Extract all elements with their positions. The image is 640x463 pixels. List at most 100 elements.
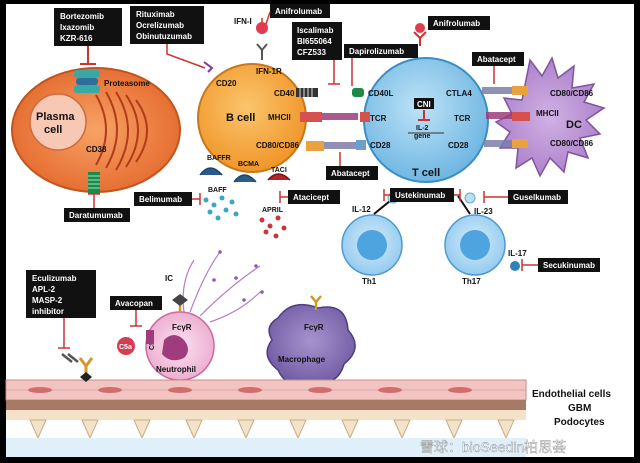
drug-iscalimab: Iscalimab (297, 26, 334, 35)
cd28-cd80-dc-link (484, 140, 512, 147)
cd20-label: CD20 (216, 79, 237, 88)
il23-molecule-icon (464, 192, 476, 204)
t-cell-label: T cell (412, 167, 440, 179)
drug-obinutuzumab: Obinutuzumab (136, 32, 192, 41)
fcgr-m-receptor-icon (310, 295, 322, 310)
mhcii-tcr-link (322, 113, 358, 120)
podocyte-feet (29, 419, 515, 440)
ifn1-label: IFN-I (234, 17, 252, 26)
il2-label-line2: gene (414, 133, 430, 140)
il17-molecule-icon (510, 261, 520, 271)
drug-avacopan: Avacopan (115, 299, 153, 308)
th1-label: Th1 (362, 277, 377, 286)
b-cell-label: B cell (226, 112, 255, 124)
il17-label: IL-17 (508, 249, 527, 258)
layer-label-gbm: GBM (568, 403, 591, 414)
t-cell: T cell CD40L TCR CD28 CTLA4 TCR CD28 CNI… (352, 57, 489, 183)
cd80-b-label: CD80/CD86 (256, 141, 300, 150)
il23-label: IL-23 (474, 207, 493, 216)
drug-secukinumab: Secukinumab (543, 261, 595, 270)
drug-abatacept-top: Abatacept (477, 55, 516, 64)
inhibit-baff (192, 193, 201, 205)
tcr-b-receptor-icon (360, 112, 370, 122)
mac-complex-icon (61, 353, 79, 363)
cd28-dc-label: CD28 (448, 141, 469, 150)
drug-guselkumab: Guselkumab (513, 193, 561, 202)
drug-ustekinumab: Ustekinumab (395, 191, 445, 200)
c5a-label: C5a (119, 344, 132, 351)
tcr-mhcii-dc-link (486, 112, 512, 119)
drug-box-eculizumab: Eculizumab APL-2 MASP-2 inhibitor (26, 270, 96, 318)
drug-inhibitor: inhibitor (32, 307, 64, 316)
mhcii-b-receptor-icon (300, 112, 322, 122)
bcma-label: BCMA (238, 161, 259, 168)
inhibit-il23-ust (454, 189, 461, 201)
proteasome-label: Proteasome (104, 79, 150, 88)
april-molecules (259, 215, 287, 239)
net-strands-icon (182, 251, 261, 323)
drug-box-bortezomib: Bortezomib Ixazomib KZR-616 (54, 8, 122, 46)
ctla4-label: CTLA4 (446, 89, 472, 98)
cd28-b-label: CD28 (370, 141, 391, 150)
drug-box-abatacept-bottom: Abatacept (326, 166, 378, 180)
baff-molecules (203, 195, 239, 221)
mhcii-dc-label: MHCII (536, 109, 559, 118)
c5a-ligand-icon (117, 337, 135, 355)
tcr-b-label: TCR (370, 114, 387, 123)
link-anifrolumab-top (265, 11, 271, 25)
drug-belimumab: Belimumab (139, 195, 182, 204)
drug-box-abatacept-top: Abatacept (472, 52, 524, 66)
ic-complex-icon (172, 294, 188, 306)
neutrophil-label: Neutrophil (156, 365, 196, 374)
inhibit-il17 (521, 259, 538, 271)
drug-box-guselkumab: Guselkumab (508, 190, 568, 204)
drug-box-atacicept: Atacicept (288, 190, 340, 204)
drug-bi655064: BI655064 (297, 37, 332, 46)
drug-cfz533: CFZ533 (297, 48, 326, 57)
fcgr-m-label: FcγR (304, 323, 324, 332)
ifn1r-receptor-icon (256, 43, 268, 60)
ctla4-cd80-dc-link (482, 87, 512, 94)
drug-box-daratumumab: Daratumumab (64, 208, 130, 222)
endothelial-nuclei (28, 387, 472, 393)
drug-bortezomib: Bortezomib (60, 12, 104, 21)
cd40-label: CD40 (274, 89, 295, 98)
macrophage-label: Macrophage (278, 355, 326, 364)
drug-box-dapirolizumab: Dapirolizumab (344, 44, 418, 58)
cd80-b-receptor-icon (306, 141, 324, 151)
cd80-dc-top-label: CD80/CD86 (550, 89, 594, 98)
th1-cell: Th1 (341, 214, 403, 286)
drug-ocrelizumab: Ocrelizumab (136, 21, 184, 30)
inhibit-cd38 (88, 193, 100, 208)
drug-box-belimumab: Belimumab (134, 192, 192, 206)
taci-label: TACI (271, 167, 287, 174)
cd20-antibody-icon (203, 61, 214, 73)
cni-label: CNI (417, 100, 431, 109)
inhibit-il23-gus (483, 191, 508, 203)
baffr-label: BAFFR (207, 155, 231, 162)
drug-dapirolizumab: Dapirolizumab (349, 47, 404, 56)
inhibit-april (279, 191, 288, 203)
ifn1-ligand-icon (256, 22, 268, 34)
mhcii-b-label: MHCII (268, 113, 291, 122)
drug-apl2: APL-2 (32, 285, 56, 294)
tissue-layers (5, 379, 527, 457)
dendritic-cell: DC CD80/CD86 MHCII CD80/CD86 (494, 56, 606, 178)
th17-cell: Th17 (444, 214, 506, 286)
drug-box-secukinumab: Secukinumab (538, 258, 600, 272)
inhibit-complement (58, 318, 70, 349)
layer-label-endothelial: Endothelial cells (532, 389, 611, 400)
layer-label-podocytes: Podocytes (554, 417, 605, 428)
cd40l-receptor-icon (352, 88, 364, 97)
inhibit-il12 (383, 189, 390, 201)
cd38-receptor-icon (88, 172, 100, 194)
cni-inhibit-icon (418, 110, 430, 121)
drug-box-ustekinumab: Ustekinumab (390, 188, 454, 202)
drug-box-avacopan: Avacopan (110, 296, 162, 310)
proteasome-icon (74, 70, 100, 93)
cni-box (414, 98, 434, 109)
fcgr-n-label: FcγR (172, 323, 192, 332)
drug-kzr616: KZR-616 (60, 34, 93, 43)
